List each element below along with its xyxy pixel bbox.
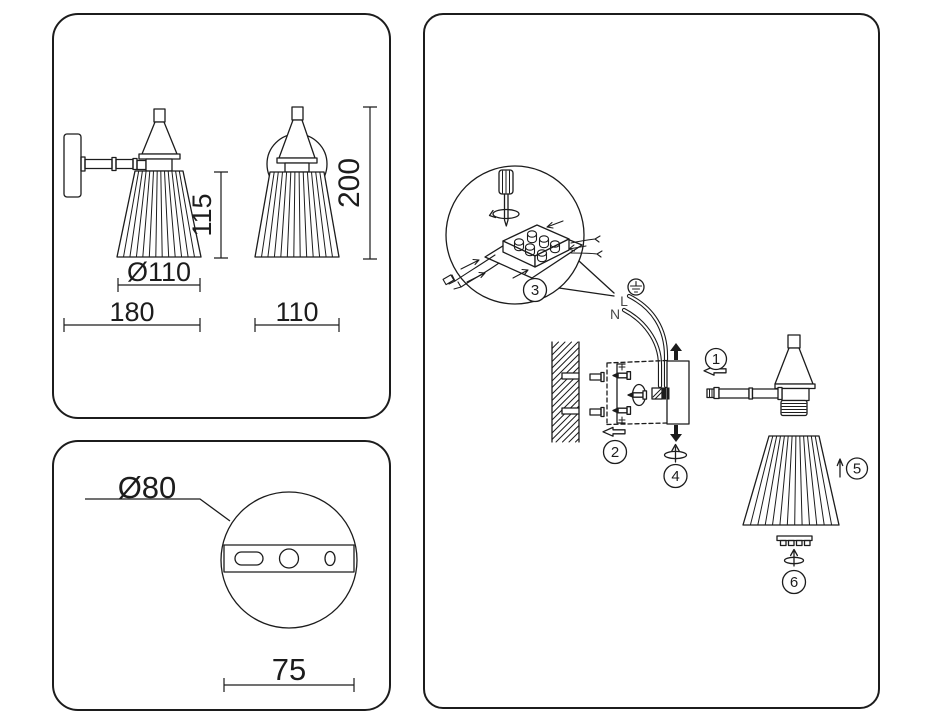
diameter-leader-line [85, 498, 231, 522]
wire-neutral-label: N [610, 306, 620, 322]
arrow-left-icon-step2 [602, 426, 626, 437]
dimension-drawing: 115 200 Ø110 180 110 [63, 106, 377, 332]
earth-ground-icon [627, 278, 645, 296]
wall-drill-hole [561, 372, 580, 380]
mount-plate-circle [220, 491, 358, 629]
wiring-detail-bubble [442, 165, 603, 305]
terminal-screws [513, 230, 561, 263]
dim-line-180 [63, 318, 201, 332]
step-4-label: 4 [671, 468, 679, 485]
lamp-body [706, 334, 816, 417]
detail-leader-lines [558, 260, 615, 297]
dim-line-110-diam [117, 278, 201, 292]
arrow-up-icon [670, 343, 682, 360]
mount-plate-drawing: Ø80 75 [85, 470, 358, 692]
anchor-dowel-icon [589, 371, 605, 418]
dim-line-110 [254, 318, 340, 332]
wire-live-label: L [620, 293, 628, 309]
mount-side-hole [324, 550, 336, 567]
dim-label-hole-spacing: 75 [272, 652, 306, 687]
dim-label-total-depth: 180 [109, 297, 154, 327]
shade-retainer-ring [776, 535, 813, 547]
step-5-marker [845, 457, 869, 480]
assembly-panel: 3 1 2 4 5 6 L N [423, 13, 880, 709]
step-2-label: 2 [611, 444, 619, 461]
step-4-marker [663, 463, 688, 489]
wall-section [551, 341, 580, 443]
step-5-label: 5 [853, 461, 861, 478]
step-6-label: 6 [790, 574, 798, 591]
lamp-arm-exploded [706, 386, 783, 401]
lamp-side-view [63, 108, 202, 258]
mount-plate-panel: Ø80 75 [52, 440, 391, 711]
assembly-drawing: 3 1 2 4 5 6 L N [442, 165, 869, 595]
mount-slot [234, 551, 264, 566]
lamp-shade-exploded [742, 435, 840, 567]
arrow-down-icon [670, 425, 682, 442]
lamp-arm [80, 156, 147, 172]
dim-label-plate-diameter: Ø80 [118, 470, 177, 505]
lamp-cone-front [276, 106, 318, 173]
screw-icon [612, 371, 632, 415]
dimension-panel: 115 200 Ø110 180 110 [52, 13, 391, 419]
mount-center-hole [278, 548, 300, 569]
step-1-marker [704, 347, 728, 371]
dimension-lines [63, 106, 377, 332]
dim-label-shade-height: 115 [187, 193, 217, 236]
arrow-up-icon-step5 [836, 458, 844, 478]
wall-plate [63, 133, 82, 198]
lamp-shade-front [254, 171, 340, 258]
lamp-backplate [651, 343, 690, 442]
step-2-marker [602, 439, 628, 465]
rotation-ellipse-icon [488, 208, 520, 220]
lamp-cone [138, 108, 181, 172]
step-3-label: 3 [531, 282, 539, 299]
screw-rotation-icon-step6 [783, 548, 805, 567]
dim-line-75 [223, 678, 355, 692]
step-6-marker [781, 569, 807, 595]
screwdriver-icon [498, 169, 514, 227]
wall-drill-hole [561, 407, 580, 415]
screw-rotation-icon-step4 [663, 443, 688, 463]
lamp-shade [116, 170, 202, 258]
step-3-marker [522, 277, 548, 303]
dim-line-200 [363, 106, 377, 260]
mount-bar [223, 544, 355, 573]
mounting-bracket [606, 359, 668, 426]
mains-wires [621, 293, 669, 389]
insert-arrow-icons [460, 220, 587, 283]
lamp-front-view [254, 106, 340, 258]
dim-label-shade-diameter: Ø110 [127, 257, 191, 287]
dim-label-shade-width: 110 [275, 297, 318, 327]
dim-label-total-height: 200 [333, 158, 366, 208]
terminal-block [442, 220, 603, 290]
dim-line-115 [214, 171, 228, 259]
screw-rotation-icon [627, 383, 648, 407]
detail-wires [442, 235, 603, 290]
step-1-label: 1 [712, 351, 720, 368]
